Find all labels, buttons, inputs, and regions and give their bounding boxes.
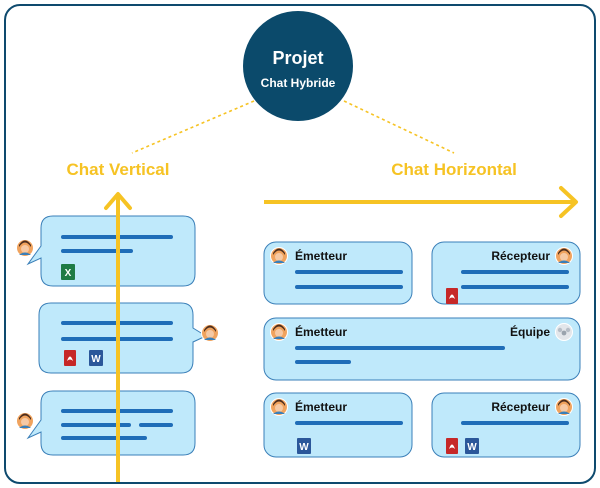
pdf-file-icon[interactable]: [64, 350, 76, 366]
sender-avatar-icon: [16, 239, 34, 257]
horizontal-arrow: [264, 186, 578, 218]
vertical-message-2: [38, 302, 219, 374]
horizontal-row-1: Émetteur Récepteur: [263, 241, 581, 305]
word-file-icon[interactable]: [297, 438, 311, 454]
vertical-chat-label: Chat Vertical: [67, 160, 170, 179]
vertical-message-3: [16, 390, 196, 456]
receiver-bubble: Récepteur: [431, 241, 581, 305]
vertical-message-1: [16, 215, 196, 287]
horizontal-row-2: Émetteur Équipe: [263, 317, 581, 381]
receiver-role: Récepteur: [491, 249, 550, 263]
sender-bubble: Émetteur: [263, 241, 413, 305]
receiver-avatar-icon: [555, 247, 573, 265]
sender-bubble: Émetteur: [263, 392, 413, 458]
receiver-avatar-icon: [555, 398, 573, 416]
connector-vertical: [131, 100, 255, 154]
sender-avatar-icon: [270, 398, 288, 416]
team-role: Équipe: [510, 324, 550, 339]
pdf-file-icon[interactable]: [446, 288, 458, 304]
sender-role: Émetteur: [295, 324, 347, 339]
vertical-arrow: [104, 192, 132, 482]
sender-role: Émetteur: [295, 399, 347, 414]
sender-avatar-icon: [16, 412, 34, 430]
project-node: Projet Chat Hybride: [243, 11, 353, 121]
sender-avatar-icon: [270, 247, 288, 265]
project-title: Projet: [272, 48, 323, 68]
word-file-icon[interactable]: [465, 438, 479, 454]
diagram-frame: W X Projet Chat Hybride Chat Vertical Ch…: [4, 4, 596, 484]
horizontal-chat-label: Chat Horizontal: [391, 160, 517, 179]
receiver-role: Récepteur: [491, 400, 550, 414]
horizontal-row-3: Émetteur Récepteur: [263, 392, 581, 458]
word-file-icon[interactable]: [89, 350, 103, 366]
sender-avatar-icon: [270, 323, 288, 341]
excel-file-icon[interactable]: [61, 264, 75, 280]
receiver-avatar-icon: [201, 324, 219, 342]
team-icon: [555, 323, 573, 341]
connector-horizontal: [343, 100, 455, 154]
pdf-file-icon[interactable]: [446, 438, 458, 454]
sender-role: Émetteur: [295, 248, 347, 263]
receiver-bubble: Récepteur: [431, 392, 581, 458]
project-subtitle: Chat Hybride: [261, 76, 336, 90]
diagram-canvas: W X Projet Chat Hybride Chat Vertical Ch…: [16, 11, 581, 482]
